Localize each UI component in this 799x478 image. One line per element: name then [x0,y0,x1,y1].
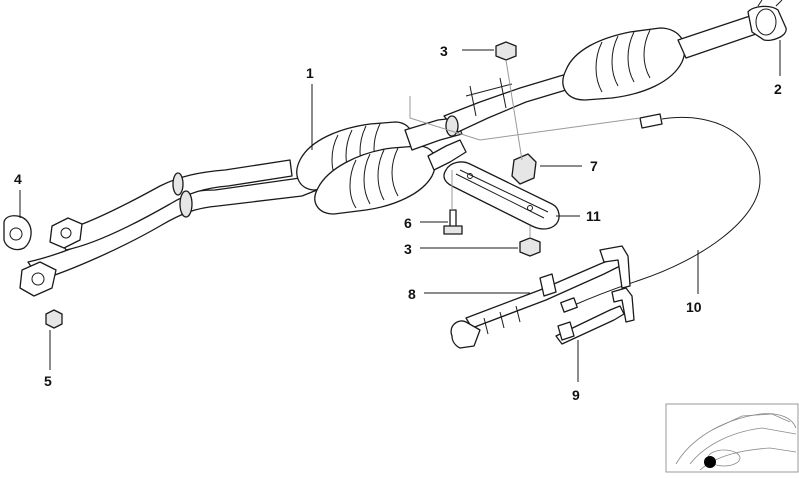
callout-5: 5 [44,373,52,389]
inset-frame [665,403,799,473]
location-marker-icon [704,456,716,468]
callout-2: 2 [774,81,782,97]
middle-converter-section [562,15,757,101]
callout-4: 4 [14,171,22,187]
rubber-nut-top [495,41,517,61]
rubber-nut-lower [519,237,541,257]
callout-7: 7 [590,158,598,174]
callout-9: 9 [572,387,580,403]
heat-shield-plate [443,161,560,230]
sensor-bracket [555,287,635,345]
flange-nut [45,309,63,329]
callout-labels: 1 2 3 3 4 5 6 7 8 9 10 11 [14,43,782,403]
callout-3-top: 3 [440,43,448,59]
alignment-guides [409,59,641,238]
callout-10: 10 [686,299,702,315]
flange-gasket [3,215,32,251]
front-pipe-catalytic-converter-assembly [19,69,587,297]
callout-8: 8 [408,286,416,302]
oxygen-sensor-cable [560,113,761,313]
callout-1: 1 [306,65,314,81]
rubber-mount [511,153,537,185]
callout-3-lower: 3 [404,241,412,257]
pipe-flange-upper [49,217,83,249]
vehicle-locator-inset [665,403,799,473]
leader-lines [19,40,781,382]
callout-6: 6 [404,215,412,231]
exhaust-bracket-assembly [450,245,631,349]
pipe-clamp [172,172,184,196]
pipe-flange-lower [19,261,57,297]
pipe-clamp [445,115,459,137]
exhaust-clamp [747,0,787,42]
hex-bolt [443,209,463,235]
callout-11: 11 [586,208,601,224]
pipe-clamp [179,190,193,218]
catalytic-converter-main [562,27,686,101]
catalytic-converter-rear [314,145,437,215]
